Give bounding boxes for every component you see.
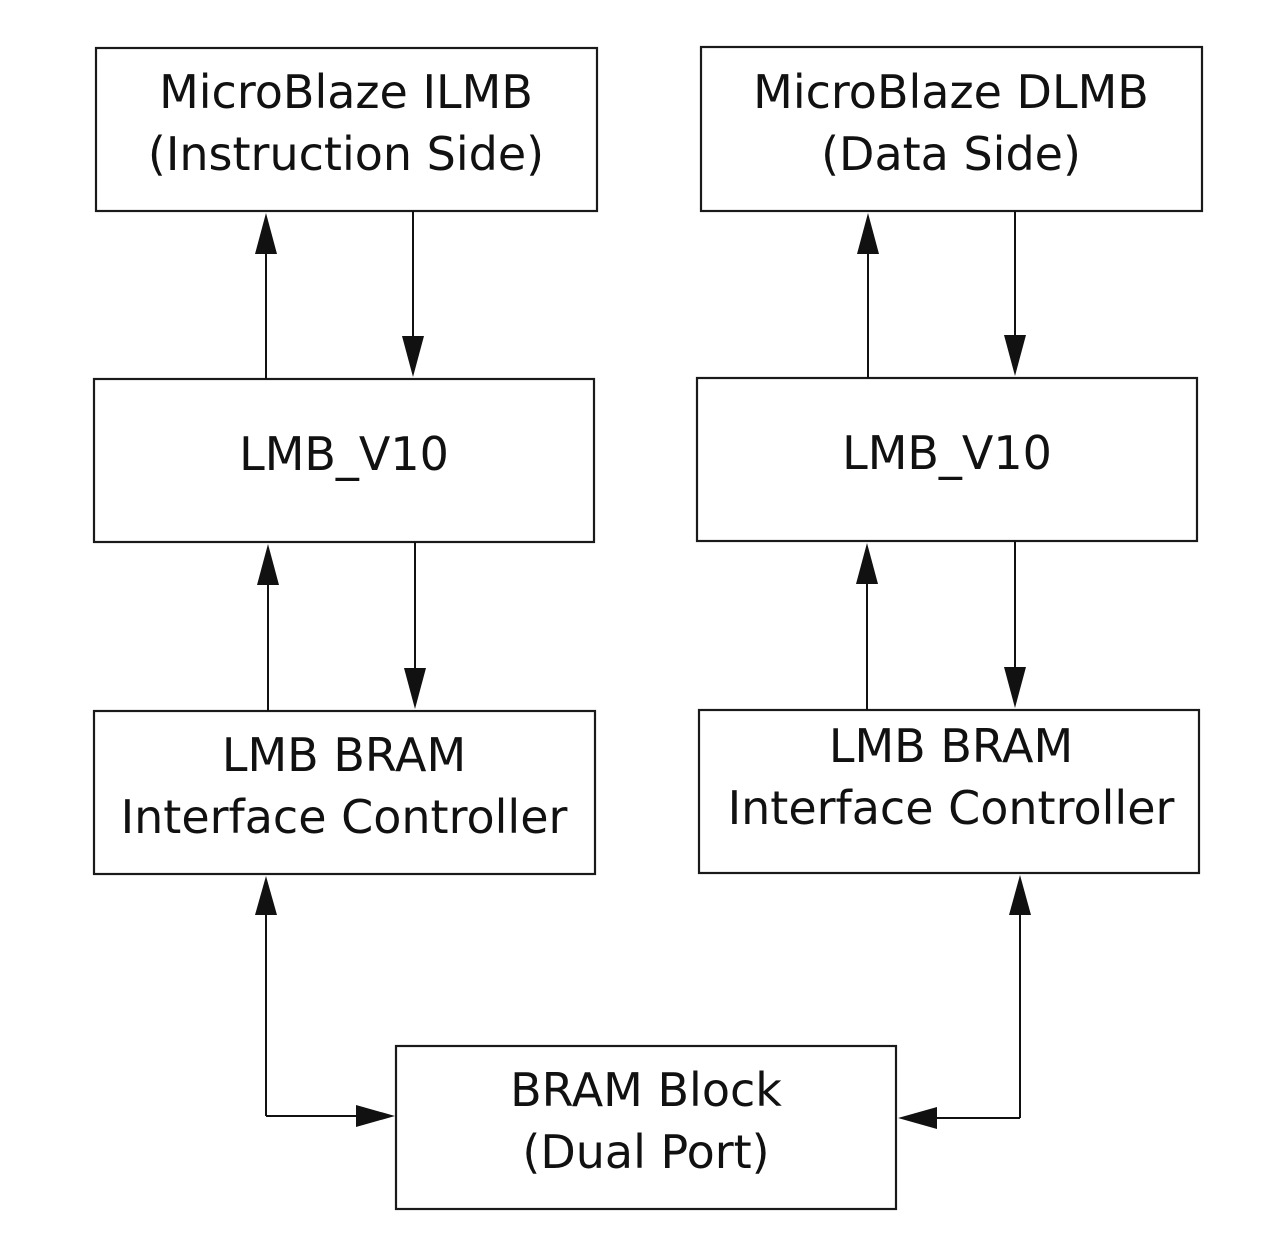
lmb-v10-right-label: LMB_V10 [842,426,1052,480]
lmb-bram-controller-right-title: LMB BRAM [829,719,1073,773]
lmb-v10-left-block: LMB_V10 [92,377,596,544]
lmb-bram-controller-right-subtitle: Interface Controller [728,781,1175,835]
arrow-lmb-left-to-ctrl-left [404,542,426,709]
microblaze-ilmb-subtitle: (Instruction Side) [148,127,544,181]
microblaze-dlmb-block: MicroBlaze DLMB (Data Side) [699,45,1204,213]
microblaze-dlmb-title: MicroBlaze DLMB [753,65,1149,119]
lmb-v10-left-label: LMB_V10 [239,427,449,481]
arrow-ctrl-right-bram-bidirectional [898,875,1031,1129]
lmb-bram-controller-left-title: LMB BRAM [222,728,466,782]
arrow-dlmb-to-lmb-right [1004,211,1026,376]
lmb-bram-controller-right-block: LMB BRAM Interface Controller [697,708,1201,875]
arrow-lmb-right-to-ctrl-right [1004,541,1026,708]
microblaze-ilmb-block: MicroBlaze ILMB (Instruction Side) [94,46,599,213]
arrow-ctrl-right-to-lmb-right [856,543,878,710]
arrow-ctrl-left-to-lmb-left [257,544,279,711]
bram-block-subtitle: (Dual Port) [522,1125,769,1179]
lmb-v10-right-block: LMB_V10 [695,376,1199,543]
arrow-lmb-right-to-dlmb [857,213,879,378]
arrow-ctrl-left-bram-bidirectional [255,876,395,1127]
bram-block-title: BRAM Block [510,1063,782,1117]
arrow-lmb-left-to-ilmb [255,213,277,379]
arrow-ilmb-to-lmb-left [402,211,424,377]
lmb-bram-controller-left-subtitle: Interface Controller [121,790,568,844]
bram-block: BRAM Block (Dual Port) [394,1044,898,1211]
microblaze-ilmb-title: MicroBlaze ILMB [159,65,533,119]
microblaze-dlmb-subtitle: (Data Side) [821,127,1081,181]
lmb-bram-controller-left-block: LMB BRAM Interface Controller [92,709,597,876]
